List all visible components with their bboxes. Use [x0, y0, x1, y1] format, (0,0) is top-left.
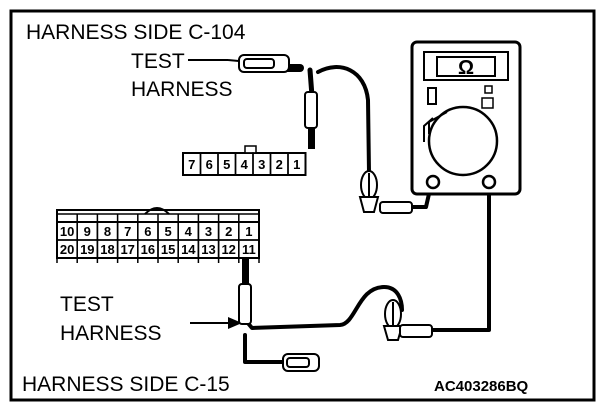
c15-pin-label: 19 — [80, 242, 94, 257]
c15-pin-label: 2 — [225, 224, 232, 239]
c15-pin-label: 11 — [242, 242, 256, 257]
c104-pin-cell — [287, 152, 307, 176]
c15-pin-label: 18 — [100, 242, 114, 257]
figure-frame — [9, 9, 596, 402]
bottom-harness-plug — [282, 353, 320, 372]
meter-input-jack — [481, 174, 497, 190]
connector-c15-lock — [144, 207, 170, 215]
bottom-leader-arrow — [190, 317, 242, 329]
meter-com-jack — [425, 174, 441, 190]
c104-pin-label: 7 — [188, 157, 195, 172]
c15-pin-cell — [238, 239, 260, 259]
c15-pin-label: 12 — [221, 242, 235, 257]
c15-pin-label: 8 — [104, 224, 111, 239]
c15-pin-label: 4 — [185, 224, 193, 239]
bottom-harness-probe — [238, 255, 252, 325]
c104-pin-label: 4 — [241, 157, 249, 172]
c104-pin-label: 1 — [293, 157, 300, 172]
c104-pin-label: 5 — [223, 157, 230, 172]
figure-code: AC403286BQ — [434, 378, 529, 395]
meter-indicator-large — [481, 97, 494, 109]
c15-pin-label: 13 — [201, 242, 215, 257]
connector-c104-lock-tab — [244, 145, 257, 154]
lower-alligator-clip — [382, 299, 433, 341]
top-harness-plug — [238, 54, 290, 73]
c15-pin-label: 16 — [141, 242, 155, 257]
meter-indicator-small — [484, 85, 493, 94]
c15-pin-label: 10 — [60, 224, 74, 239]
top-harness-title: HARNESS SIDE C-104 — [26, 21, 246, 44]
c15-pin-label: 5 — [164, 224, 171, 239]
meter-rotary-dial — [427, 105, 499, 177]
c104-pin-label: 6 — [206, 157, 213, 172]
c15-pin-label: 1 — [245, 224, 252, 239]
top-test-label-line1: TEST — [131, 50, 185, 73]
c15-pin-label: 9 — [84, 224, 91, 239]
c104-pin-label: 3 — [258, 157, 265, 172]
bottom-harness-title: HARNESS SIDE C-15 — [22, 373, 230, 396]
c104-pin-label: 2 — [276, 157, 283, 172]
c15-pin-label: 14 — [181, 242, 196, 257]
ohm-symbol: Ω — [458, 57, 474, 79]
top-test-label-line2: HARNESS — [131, 78, 233, 101]
meter-power-switch — [427, 87, 437, 105]
c15-pin-label: 20 — [60, 242, 74, 257]
c15-pin-label: 17 — [120, 242, 134, 257]
bottom-test-label-line2: HARNESS — [60, 322, 162, 345]
c15-pin-label: 15 — [161, 242, 175, 257]
c15-pin-label: 3 — [205, 224, 212, 239]
top-harness-probe — [304, 91, 318, 149]
ohmmeter: Ω — [410, 40, 522, 196]
upper-alligator-clip — [358, 170, 413, 214]
c15-pin-label: 6 — [144, 224, 151, 239]
bottom-test-label-line1: TEST — [60, 293, 114, 316]
c15-pin-label: 7 — [124, 224, 131, 239]
